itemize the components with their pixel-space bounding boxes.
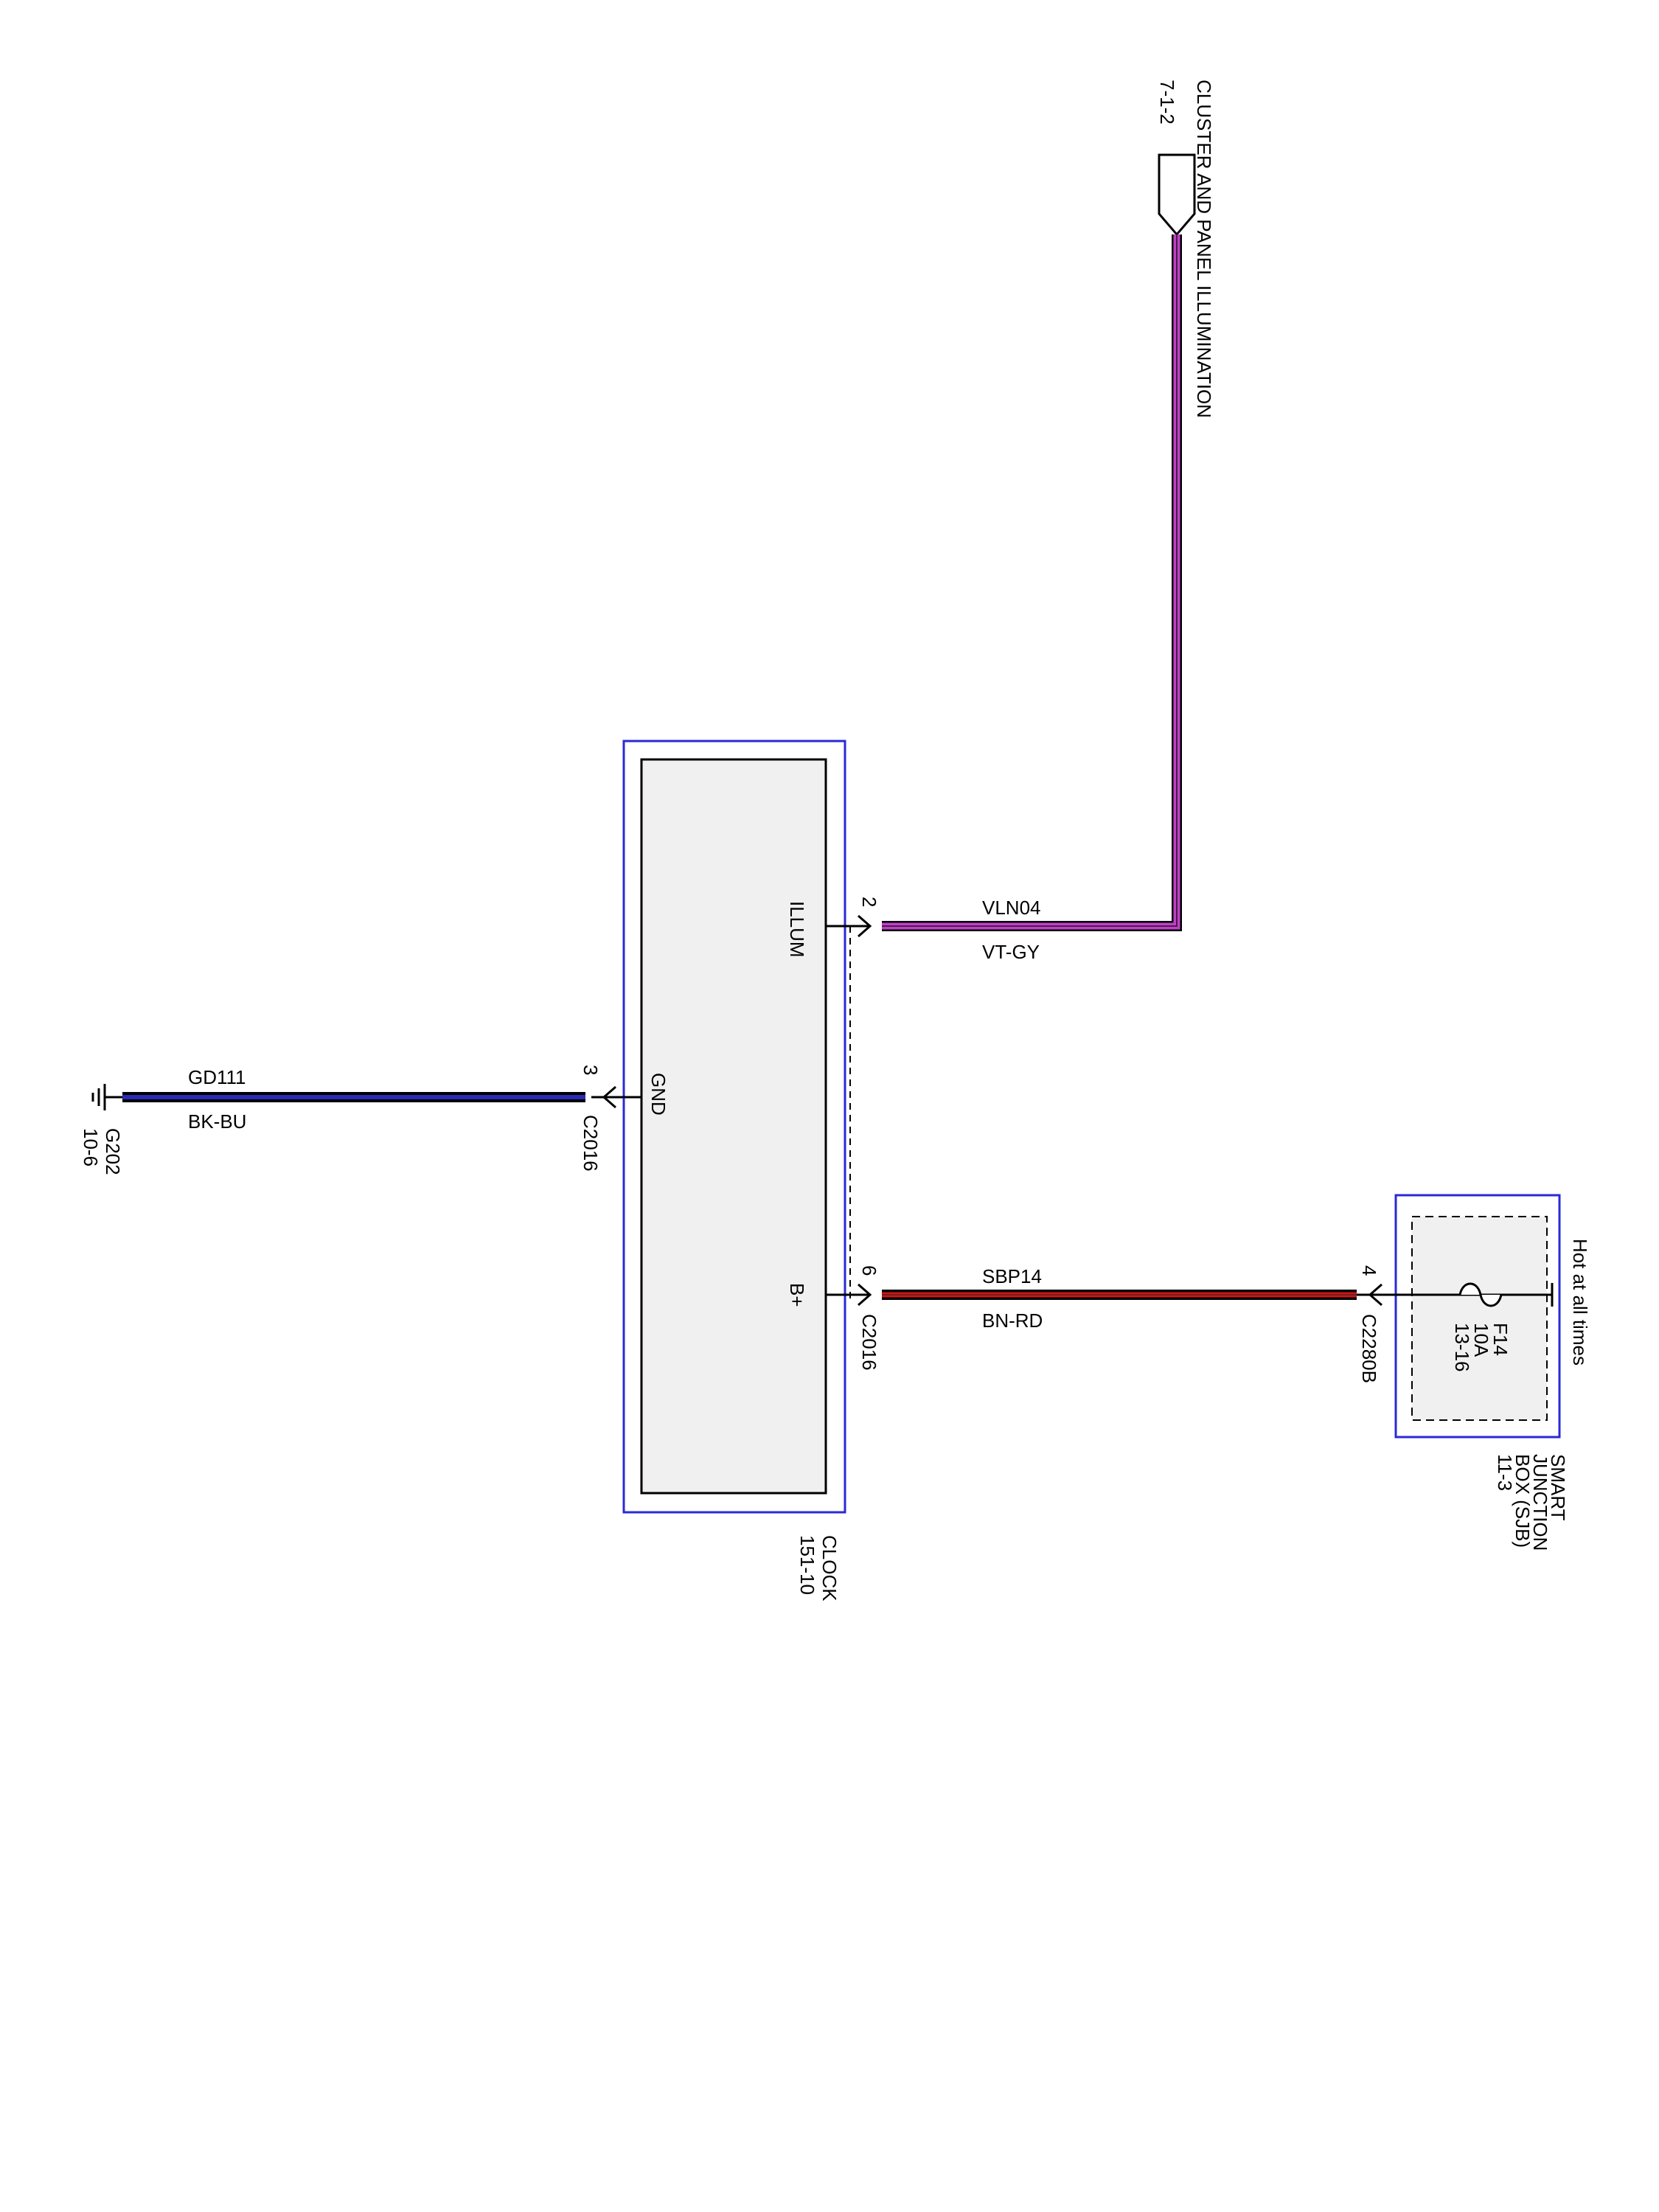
clock-pin-illum-number: 2 bbox=[858, 897, 880, 907]
connector-tab-icon bbox=[1158, 153, 1196, 237]
ground-name-label: G202 bbox=[102, 1128, 124, 1175]
fuse-name-label: F14 bbox=[1489, 1323, 1512, 1356]
cluster-name-label: CLUSTER AND PANEL ILLUMINATION bbox=[1193, 80, 1215, 418]
wire-sbp14-color-label: BN-RD bbox=[982, 1310, 1043, 1332]
wire-vln04-circuit-label: VLN04 bbox=[982, 897, 1041, 919]
sjb-connector-label: C2280B bbox=[1358, 1314, 1380, 1383]
wire-gd111-color-label: BK-BU bbox=[188, 1110, 246, 1133]
cluster-reference-connector[interactable] bbox=[1158, 153, 1196, 237]
clock-pin-illum-terminal-icon bbox=[858, 914, 872, 938]
sjb-name-line1: SMART bbox=[1547, 1454, 1569, 1521]
clock-name-label: CLOCK bbox=[818, 1535, 841, 1601]
wire-vln04-stripe bbox=[882, 234, 1180, 930]
clock-pin-gnd-number: 3 bbox=[580, 1065, 602, 1075]
fuse-ref-label: 13-16 bbox=[1451, 1323, 1473, 1372]
sjb-pin-number: 4 bbox=[1358, 1265, 1380, 1276]
wire-vln04-color-label: VT-GY bbox=[982, 941, 1040, 963]
clock-outer-frame bbox=[622, 740, 846, 1514]
ground-symbol-icon bbox=[91, 1084, 122, 1110]
clock-pin-bplus-connector: C2016 bbox=[858, 1314, 880, 1371]
clock-pin-gnd-terminal-icon bbox=[602, 1085, 616, 1109]
fuse-rating-label: 10A bbox=[1470, 1323, 1492, 1357]
wire-sbp14-circuit-label: SBP14 bbox=[982, 1265, 1042, 1287]
wire-vln04[interactable] bbox=[882, 234, 1182, 931]
wire-gd111-circuit-label: GD111 bbox=[188, 1066, 246, 1088]
clock-pin-bplus-terminal-icon bbox=[858, 1283, 872, 1307]
smart-junction-box[interactable] bbox=[1394, 1194, 1561, 1439]
clock-body bbox=[640, 758, 827, 1495]
fuse-icon bbox=[1458, 1282, 1503, 1307]
clock-pin-bplus-label: B+ bbox=[786, 1283, 808, 1307]
clock-pin-gnd-connector: C2016 bbox=[580, 1115, 602, 1172]
sjb-page-ref-label: 11-3 bbox=[1494, 1454, 1516, 1491]
clock-pin-gnd-label: GND bbox=[647, 1073, 669, 1116]
cluster-page-ref-label: 7-1-2 bbox=[1156, 80, 1178, 125]
sjb-name-line3: BOX (SJB) bbox=[1512, 1454, 1534, 1548]
clock-page-ref-label: 151-10 bbox=[796, 1535, 818, 1595]
sjb-pin-terminal-icon bbox=[1368, 1283, 1382, 1307]
ground-page-ref-label: 10-6 bbox=[80, 1128, 102, 1166]
clock-module[interactable] bbox=[622, 740, 846, 1514]
clock-pin-bplus-number: 6 bbox=[858, 1265, 880, 1276]
sjb-name-line2: JUNCTION bbox=[1529, 1454, 1551, 1551]
clock-pin-illum-label: ILLUM bbox=[786, 901, 808, 958]
sjb-note-label: Hot at all times bbox=[1569, 1239, 1591, 1366]
sjb-inner-body bbox=[1411, 1216, 1548, 1421]
